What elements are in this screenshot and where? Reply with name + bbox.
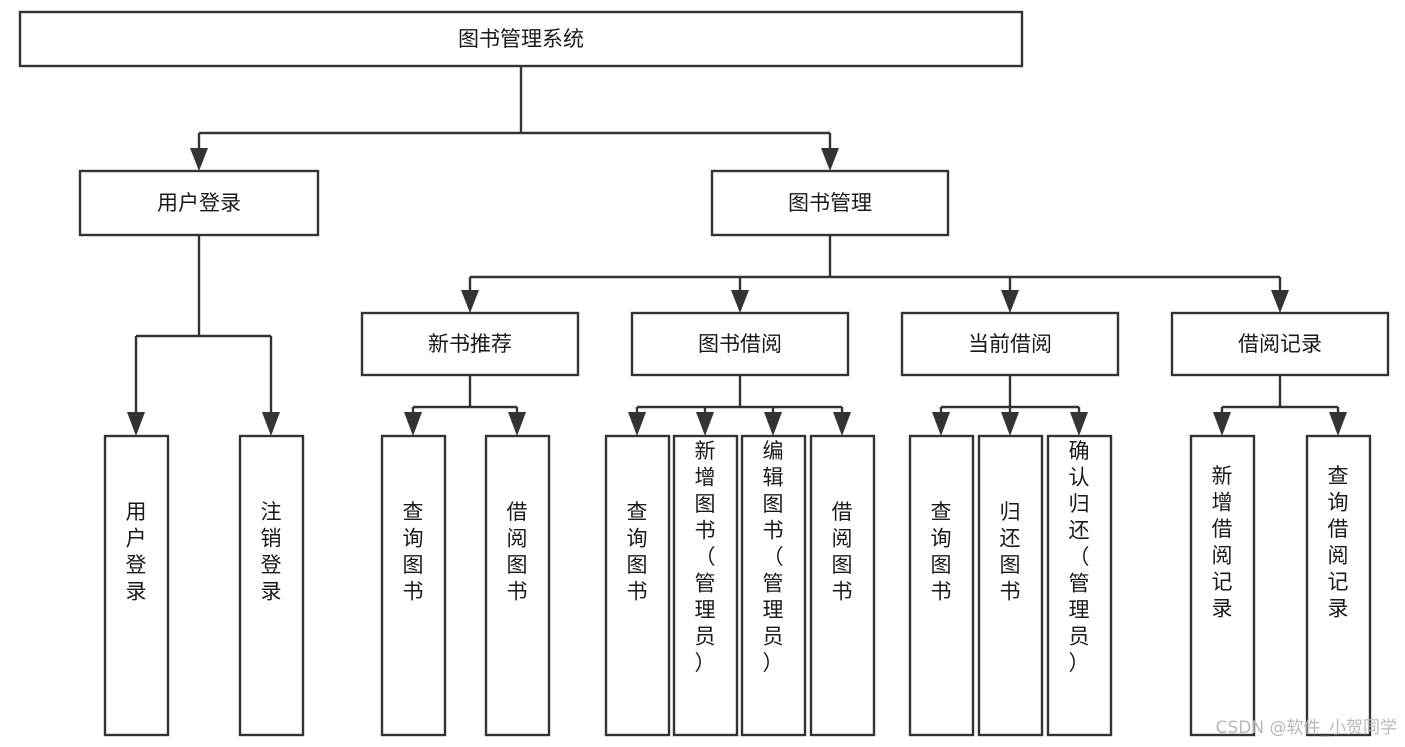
node-book-management-label: 图书管理 [788,191,872,215]
arrow-head-leaf-borrow-book-2 [833,412,851,436]
node-new-book-recommend-box[interactable] [360,311,580,377]
arrow-head-leaf-return-book [1001,412,1019,436]
arrow-head-leaf-borrow-book-1 [508,412,526,436]
csdn-watermark: CSDN @软件_小贺同学 [1216,718,1397,738]
arrow-head-leaf-add-book [696,412,714,436]
node-leaf-add-book[interactable]: 新增图书（管理员） [672,434,739,737]
arrow-head-book-borrow [731,290,749,313]
node-leaf-borrow-book-2-label: 借阅图书 [832,500,853,604]
node-leaf-return-book[interactable]: 归还图书 [977,434,1044,737]
node-book-borrow-label: 图书借阅 [698,332,782,356]
node-leaf-edit-book[interactable]: 编辑图书（管理员） [740,434,807,737]
node-leaf-add-record[interactable]: 新增借阅记录 [1189,434,1256,737]
arrow-head-leaf-add-record [1213,412,1231,436]
arrow-head-current-borrow [1001,290,1019,313]
node-root-box[interactable] [18,10,1024,68]
node-book-management[interactable]: 图书管理 [710,169,950,237]
node-leaf-user-login-box[interactable] [103,434,170,737]
node-book-management-box[interactable] [710,169,950,237]
node-leaf-user-login[interactable]: 用户登录 [103,434,170,737]
node-leaf-return-book-label: 归还图书 [1000,500,1021,604]
arrow-head-leaf-confirm-return [1070,412,1088,436]
node-new-book-recommend-label: 新书推荐 [428,332,512,356]
arrow-head-leaf-logout [262,412,280,436]
arrow-head-new-book-recommend [461,290,479,313]
node-leaf-query-book-1-box[interactable] [380,434,447,737]
node-leaf-query-book-3[interactable]: 查询图书 [908,434,975,737]
arrow-head-leaf-edit-book [764,412,782,436]
node-leaf-query-book-3-box[interactable] [908,434,975,737]
node-leaf-query-record-box[interactable] [1305,434,1372,737]
node-new-book-recommend[interactable]: 新书推荐 [360,311,580,377]
node-borrow-record[interactable]: 借阅记录 [1170,311,1390,377]
node-leaf-query-record-label: 查询借阅记录 [1328,464,1349,621]
node-leaf-logout[interactable]: 注销登录 [238,434,305,737]
arrow-head-leaf-query-book-3 [932,412,950,436]
node-user-login-label: 用户登录 [157,191,241,215]
node-leaf-edit-book-box[interactable] [740,434,807,737]
node-leaf-edit-book-label: 编辑图书（管理员） [763,439,784,675]
node-leaf-confirm-return-box[interactable] [1046,434,1113,737]
node-leaf-logout-label: 注销登录 [261,500,282,604]
node-leaf-borrow-book-1[interactable]: 借阅图书 [484,434,551,737]
node-book-borrow[interactable]: 图书借阅 [630,311,850,377]
node-leaf-logout-box[interactable] [238,434,305,737]
node-leaf-query-book-1[interactable]: 查询图书 [380,434,447,737]
node-leaf-query-book-3-label: 查询图书 [931,500,952,604]
node-leaf-borrow-book-1-box[interactable] [484,434,551,737]
arrow-head-book-management [821,148,839,171]
node-leaf-add-book-label: 新增图书（管理员） [695,439,716,675]
node-leaf-confirm-return[interactable]: 确认归还（管理员） [1046,434,1113,737]
node-leaf-add-record-box[interactable] [1189,434,1256,737]
node-leaf-borrow-book-2[interactable]: 借阅图书 [809,434,876,737]
node-current-borrow-label: 当前借阅 [968,332,1052,356]
arrow-head-leaf-query-book-2 [628,412,646,436]
node-leaf-return-book-box[interactable] [977,434,1044,737]
node-current-borrow[interactable]: 当前借阅 [900,311,1120,377]
connector-layer [127,66,1347,436]
node-root[interactable]: 图书管理系统 [18,10,1024,68]
node-leaf-query-book-2[interactable]: 查询图书 [604,434,671,737]
node-leaf-add-record-label: 新增借阅记录 [1212,464,1233,621]
node-leaf-query-record[interactable]: 查询借阅记录 [1305,434,1372,737]
node-leaf-confirm-return-label: 确认归还（管理员） [1069,439,1090,675]
node-leaf-borrow-book-2-box[interactable] [809,434,876,737]
arrow-head-leaf-query-record [1329,412,1347,436]
node-leaf-query-book-2-label: 查询图书 [627,500,648,604]
node-leaf-query-book-1-label: 查询图书 [403,500,424,604]
node-leaf-query-book-2-box[interactable] [604,434,671,737]
node-user-login[interactable]: 用户登录 [78,169,320,237]
node-leaf-user-login-label: 用户登录 [126,500,147,604]
arrow-head-leaf-query-book-1 [404,412,422,436]
arrow-head-user-login [190,148,208,171]
node-user-login-box[interactable] [78,169,320,237]
node-borrow-record-label: 借阅记录 [1238,332,1322,356]
node-root-label: 图书管理系统 [458,27,584,51]
node-book-borrow-box[interactable] [630,311,850,377]
arrow-head-borrow-record [1271,290,1289,313]
node-borrow-record-box[interactable] [1170,311,1390,377]
node-leaf-add-book-box[interactable] [672,434,739,737]
node-leaf-borrow-book-1-label: 借阅图书 [507,500,528,604]
arrow-head-leaf-user-login [127,412,145,436]
node-current-borrow-box[interactable] [900,311,1120,377]
